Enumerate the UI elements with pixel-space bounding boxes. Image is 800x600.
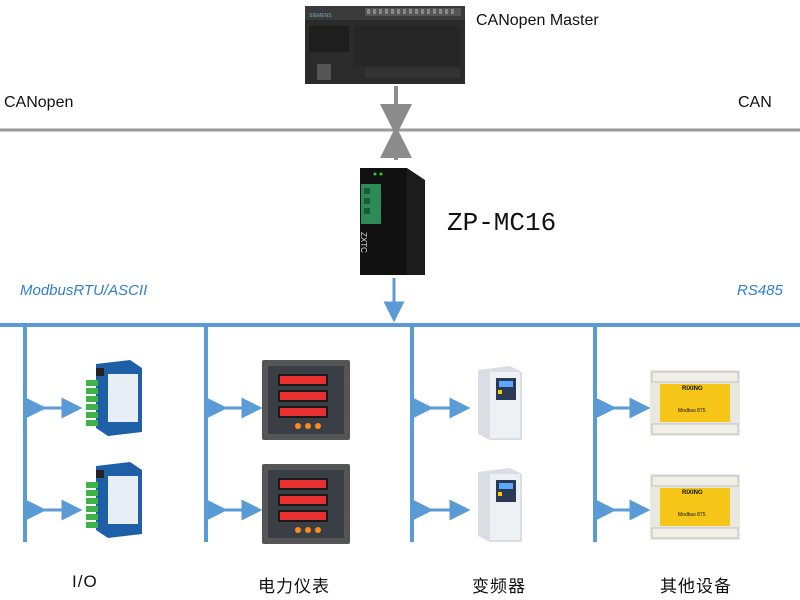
plc-master-device: SIEMENS [305,6,465,86]
relay-module: RIXING Modbus 875 [650,370,740,436]
io-module [82,360,147,440]
plc-brand-logo: SIEMENS [309,13,332,19]
category-label-io: I/O [72,572,98,591]
io-module [82,462,147,542]
relay-module: RIXING Modbus 875 [650,474,740,540]
category-label-vfd: 变频器 [472,577,526,596]
category-label-power-meter: 电力仪表 [258,577,330,596]
vfd-drive [474,466,524,544]
gateway-label: ZP-MC16 [447,208,557,238]
gateway-device: ZXTC [355,160,430,278]
relay-brand: RIXING [682,386,703,392]
modbus-bus-label: ModbusRTU/ASCII [20,282,148,299]
master-label: CANopen Master [476,12,599,29]
power-meter [262,464,350,544]
gateway-brand: ZXTC [358,232,368,253]
category-label-other: 其他设备 [660,577,732,596]
relay-brand: RIXING [682,490,703,496]
canopen-bus-label: CANopen [4,94,74,111]
power-meter [262,360,350,440]
rs485-bus-label: RS485 [737,282,783,299]
relay-model: Modbus 875 [678,512,706,518]
relay-model: Modbus 875 [678,408,706,414]
vfd-drive [474,364,524,442]
can-bus-label: CAN [738,94,772,111]
